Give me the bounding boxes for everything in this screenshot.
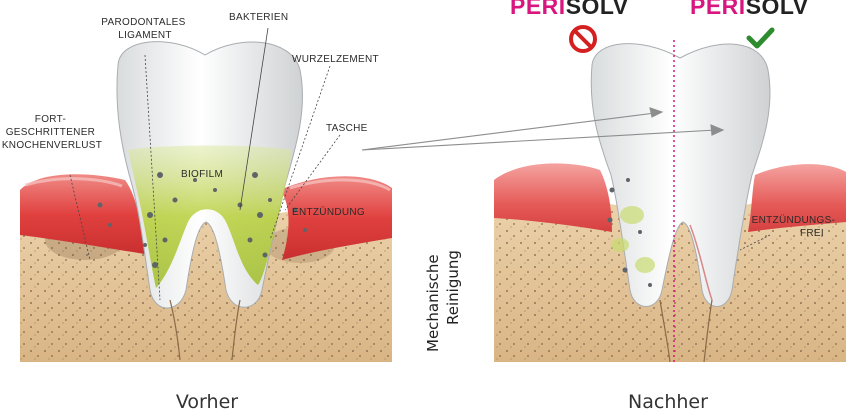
brand-left-part2: SOLV [566,0,629,19]
checkmark-icon [749,30,772,46]
caption-before: Vorher [176,391,238,413]
svg-text:PERISOLV: PERISOLV [510,0,629,19]
brand-right-part2: SOLV [746,0,809,19]
after-illustration [494,40,846,362]
label-biofilm: BIOFILM [181,169,223,180]
brand-right: PERISOLV [690,0,809,19]
svg-text:PERISOLV: PERISOLV [690,0,809,19]
label-wurzelzement: WURZELZEMENT [292,54,379,65]
caption-after: Nachher [628,391,708,413]
brand-right-part1: PERI [690,0,746,19]
svg-text:Mechanische: Mechanische [424,254,442,352]
svg-text:Reinigung: Reinigung [444,250,462,325]
label-parodontales-ligament: PARODONTALES LIGAMENT [101,17,188,41]
brand-left-part1: PERI [510,0,566,19]
brand-left: PERISOLV [510,0,629,19]
label-entzuendung: ENTZÜNDUNG [292,206,365,218]
before-illustration [20,28,392,362]
label-tasche: TASCHE [326,123,368,134]
side-label-mechanische-reinigung: Mechanische Reinigung [424,250,462,352]
prohibited-icon [571,27,595,51]
label-knochenverlust: FORT- GESCHRITTENER KNOCHENVERLUST [2,114,102,151]
label-bakterien: BAKTERIEN [229,12,288,23]
